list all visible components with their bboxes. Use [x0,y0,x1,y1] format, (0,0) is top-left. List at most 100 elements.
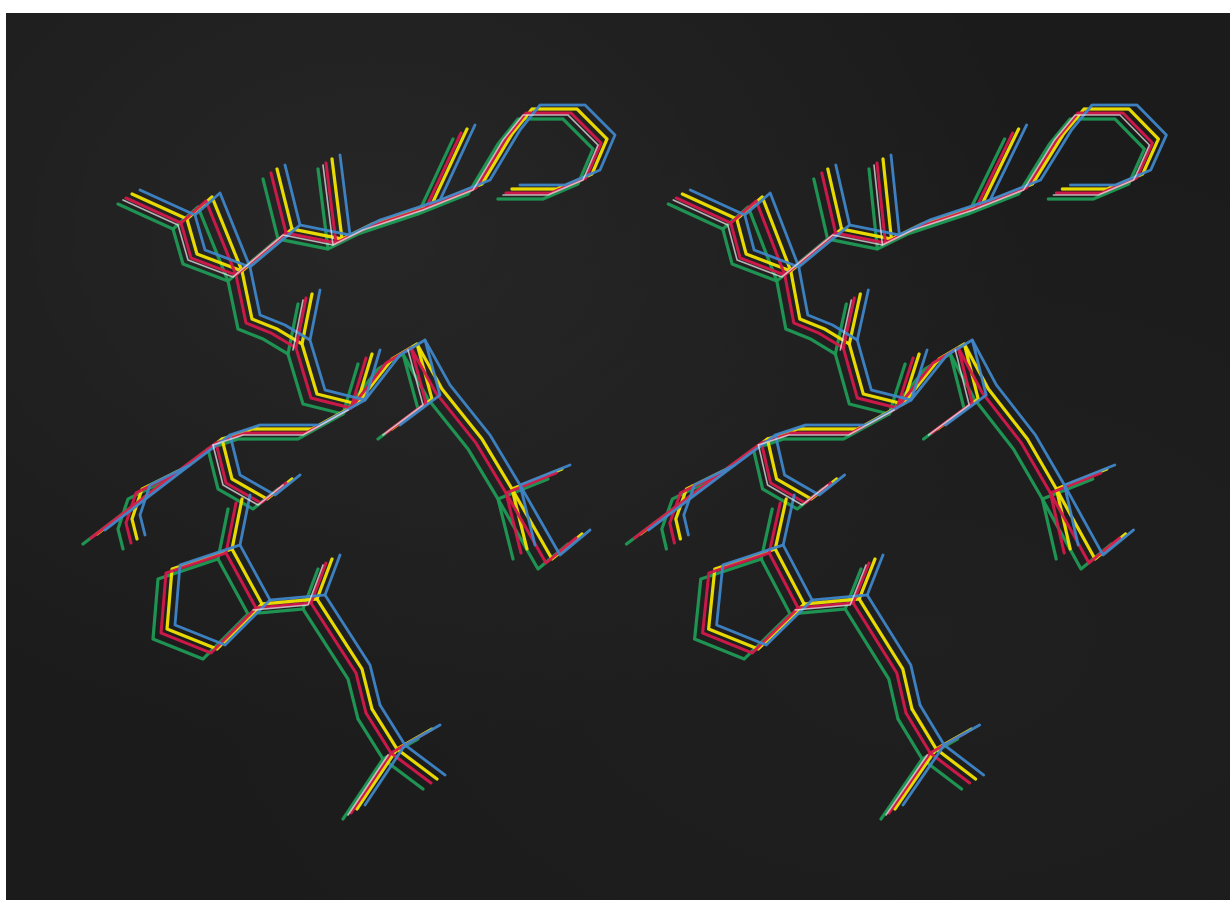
bond-path [252,564,324,611]
bond-path [363,743,407,807]
bond-path [974,131,1015,210]
bond-path [668,441,763,545]
bond-path [338,153,352,237]
structure-overlay-green [624,117,1147,821]
structure-overlay-white [672,114,1151,816]
bond-path [395,747,439,781]
bond-path [942,743,985,777]
bond-path [682,433,777,537]
bond-path [774,433,846,497]
bond-path [875,161,887,245]
bond-path [173,543,272,647]
bond-path [355,342,564,491]
bond-path [843,607,900,721]
bond-path [889,153,901,237]
bond-path [159,551,258,655]
bond-path [382,349,424,436]
bond-path [504,491,578,565]
bond-path [895,346,1103,495]
bond-path [834,163,851,227]
structure-overlay-blue [103,103,617,807]
bond-path [349,346,558,495]
bond-path [1048,491,1066,555]
bond-path [370,707,434,751]
bond-path [826,167,844,231]
bond-path [518,483,537,547]
bond-path [341,757,385,821]
bond-path [122,114,599,278]
stereo-molecule-figure [6,13,1230,900]
bond-path [438,123,477,202]
bond-path [1063,483,1080,547]
bond-path [879,757,924,821]
bond-path [381,757,425,791]
bond-path [261,177,280,241]
structure-overlay-white [122,114,599,816]
bond-path [812,177,830,241]
bond-path [212,409,349,446]
bond-path [179,199,238,277]
bond-path [666,117,1147,283]
bond-path [757,409,895,446]
bond-path [330,157,344,241]
bond-path [324,161,338,245]
bond-path [841,296,856,350]
bond-path [1048,491,1121,565]
bond-path [881,157,894,241]
bond-path [857,597,914,711]
bond-path [773,497,788,551]
bond-path [193,191,252,269]
bond-path [909,348,929,402]
bond-path [839,299,853,351]
structure-overlay-blue [647,103,1168,807]
bond-path [674,111,1154,277]
bond-path [230,497,244,551]
bond-path [424,131,463,210]
bond-path [212,444,284,506]
bond-path [234,273,353,410]
stereo-panel-left [81,103,617,821]
bond-path [873,164,884,246]
bond-path [416,137,455,216]
bond-path [966,137,1007,216]
bond-path [294,296,308,350]
bond-path [224,501,238,555]
bond-path [783,273,899,410]
bond-path [403,743,447,777]
bond-path [355,747,399,811]
bond-path [1063,483,1135,557]
bond-path [885,754,929,816]
bond-path [887,751,932,815]
bond-path [794,564,867,611]
stereo-view [81,103,1168,821]
structure-overlay-yellow [95,107,609,811]
bond-path [672,114,1151,278]
bond-path [901,342,1109,491]
bond-path [896,717,960,761]
bond-path [797,265,913,402]
bond-path [309,601,368,715]
bond-path [934,747,978,781]
bond-path [430,127,469,206]
structure-overlay-green [81,117,595,821]
bond-path [363,348,382,402]
bond-path [855,288,870,342]
bond-path [518,483,592,557]
bond-path [660,447,756,551]
bond-path [1040,497,1058,561]
bond-path [292,299,304,351]
bond-path [283,163,302,227]
bond-path [89,471,178,540]
bond-path [692,557,792,661]
bond-path [151,557,250,661]
bond-path [315,597,374,711]
bond-path [248,265,367,402]
bond-path [496,497,515,561]
bond-path [228,433,302,497]
bond-path [715,543,814,647]
bond-path [633,471,723,540]
bond-path [398,338,442,427]
bond-path [116,447,210,551]
bond-path [138,433,232,537]
bond-path [865,593,922,707]
